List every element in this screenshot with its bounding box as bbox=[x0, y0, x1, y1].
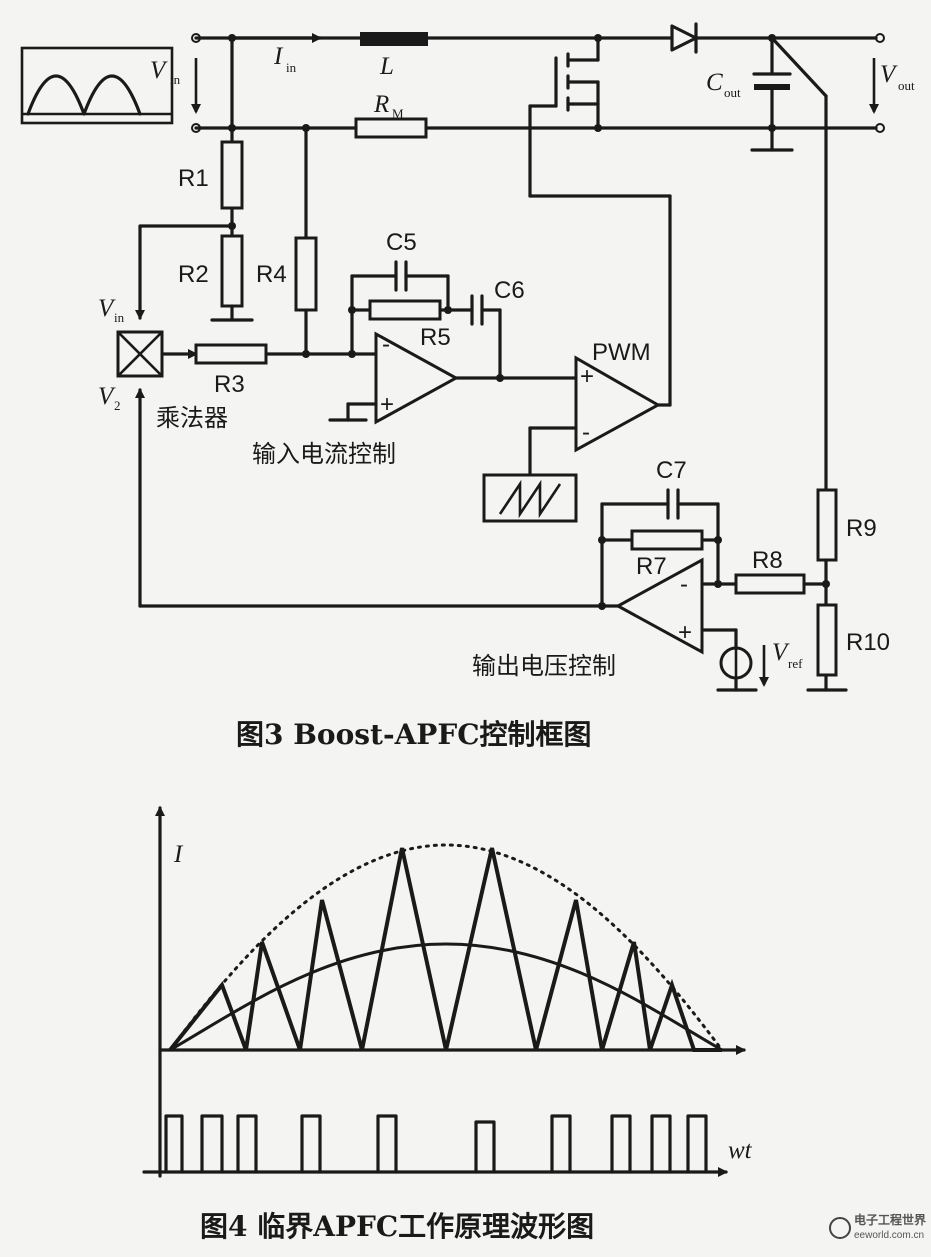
label-r1: R1 bbox=[178, 165, 209, 192]
peak-envelope bbox=[168, 843, 724, 1052]
svg-text:in: in bbox=[170, 72, 181, 87]
resistor-r7 bbox=[630, 529, 704, 551]
diode bbox=[670, 22, 698, 54]
mosfet-switch bbox=[528, 36, 672, 407]
label-vref: V bbox=[772, 639, 790, 666]
svg-text:电子工程世界: 电子工程世界 bbox=[854, 1212, 926, 1227]
opamp1-minus: - bbox=[382, 331, 390, 358]
label-c6: C6 bbox=[494, 277, 525, 304]
label-pwm: PWM bbox=[592, 339, 651, 366]
eeworld-watermark: 电子工程世界 eeworld.com.cn bbox=[829, 1212, 926, 1241]
multiplier-block bbox=[116, 330, 164, 378]
svg-text:M: M bbox=[392, 106, 404, 121]
label-vout: V bbox=[880, 61, 898, 88]
resistor-r3 bbox=[194, 343, 268, 365]
rectified-sine-icon bbox=[20, 46, 174, 125]
svg-text:eeworld.com.cn: eeworld.com.cn bbox=[854, 1230, 924, 1241]
label-input-current-control: 输入电流控制 bbox=[252, 440, 396, 468]
svg-text:2: 2 bbox=[114, 398, 121, 413]
voltage-amp-opamp bbox=[614, 557, 704, 655]
label-mult-vin: V bbox=[98, 295, 116, 322]
svg-text:in: in bbox=[286, 60, 297, 75]
opamp1-plus: + bbox=[380, 391, 394, 418]
label-mult-v2: V bbox=[98, 383, 116, 410]
pwm-minus: - bbox=[582, 419, 590, 446]
resistor-r9 bbox=[816, 488, 838, 562]
label-multiplier: 乘法器 bbox=[156, 404, 228, 432]
critical-apfc-waveform: I wt 图4 临界APFC工作原理波形图 bbox=[142, 806, 753, 1243]
boost-apfc-diagram: V in I in L R M C out V out R1 R2 R4 R3 … bbox=[20, 22, 915, 751]
switching-pulses bbox=[164, 1114, 708, 1174]
label-r4: R4 bbox=[256, 261, 287, 288]
x-axis-label: wt bbox=[728, 1137, 753, 1164]
y-axis-label: I bbox=[173, 841, 184, 868]
capacitor-cout bbox=[750, 36, 794, 152]
label-r5: R5 bbox=[420, 324, 451, 351]
label-rm: R bbox=[373, 91, 389, 118]
inductor-current-triangle bbox=[168, 847, 722, 1052]
label-r3: R3 bbox=[214, 371, 245, 398]
label-r7: R7 bbox=[636, 553, 667, 580]
svg-text:out: out bbox=[898, 78, 915, 93]
pwm-comparator bbox=[528, 355, 662, 477]
label-l: L bbox=[379, 53, 394, 80]
sawtooth-generator bbox=[482, 473, 578, 523]
figure-4-caption: 图4 临界APFC工作原理波形图 bbox=[200, 1210, 594, 1243]
label-r2: R2 bbox=[178, 261, 209, 288]
resistor-r5 bbox=[368, 299, 442, 321]
label-c5: C5 bbox=[386, 229, 417, 256]
average-current-curve bbox=[169, 942, 723, 1052]
label-r8: R8 bbox=[752, 547, 783, 574]
svg-text:out: out bbox=[724, 85, 741, 100]
eeworld-logo-icon bbox=[829, 1217, 851, 1239]
resistor-r8 bbox=[734, 573, 806, 595]
resistor-r2 bbox=[220, 234, 244, 308]
opamp2-minus: - bbox=[680, 571, 688, 598]
label-cout: C bbox=[706, 69, 723, 96]
label-iin: I bbox=[273, 43, 284, 70]
pwm-plus: + bbox=[580, 363, 594, 390]
figure-3-caption: 图3 Boost-APFC控制框图 bbox=[236, 718, 592, 751]
inductor-l bbox=[360, 32, 428, 46]
svg-text:in: in bbox=[114, 310, 125, 325]
label-r9: R9 bbox=[846, 515, 877, 542]
label-r10: R10 bbox=[846, 629, 890, 656]
resistor-r1 bbox=[220, 140, 244, 210]
resistor-rm bbox=[354, 117, 428, 139]
label-vin: V bbox=[150, 57, 168, 84]
current-amp-opamp bbox=[328, 331, 460, 425]
svg-text:ref: ref bbox=[788, 656, 803, 671]
label-c7: C7 bbox=[656, 457, 687, 484]
label-output-voltage-control: 输出电压控制 bbox=[472, 652, 616, 680]
vref-source bbox=[719, 646, 753, 680]
opamp2-plus: + bbox=[678, 619, 692, 646]
resistor-r10 bbox=[816, 603, 838, 677]
resistor-r4 bbox=[294, 236, 318, 312]
